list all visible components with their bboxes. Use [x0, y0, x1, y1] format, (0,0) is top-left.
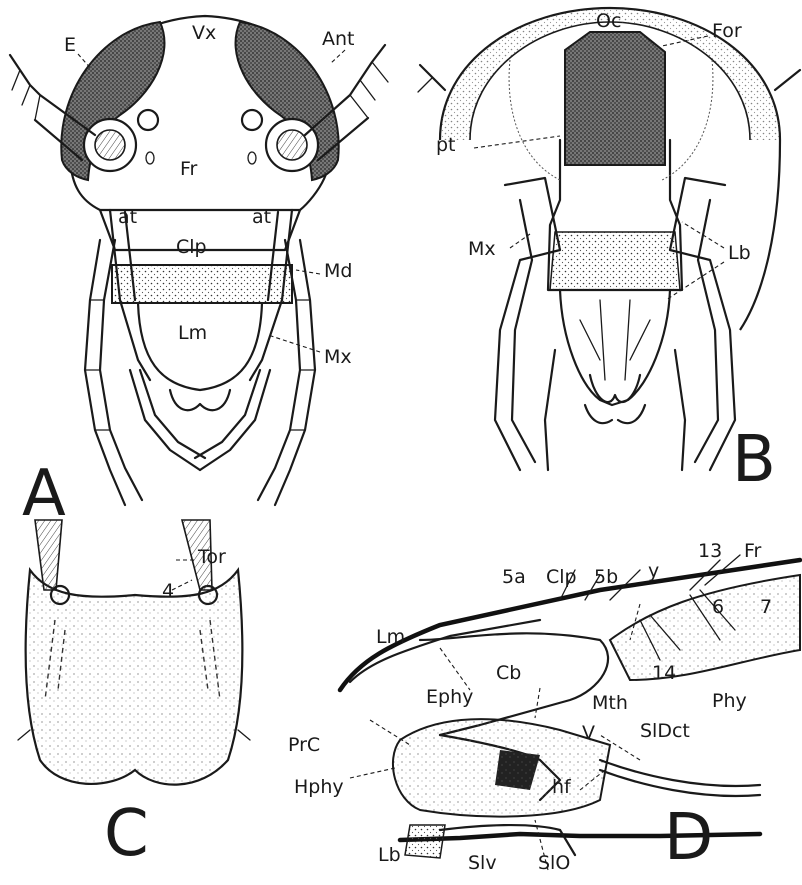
label-d-6: 6: [712, 598, 724, 617]
label-d-clp: Clp: [546, 568, 577, 587]
label-d-cb: Cb: [496, 664, 521, 683]
label-a-fr: Fr: [180, 160, 197, 179]
label-d-lm: Lm: [376, 628, 405, 647]
label-b-mx: Mx: [468, 240, 496, 259]
label-d-slv: Slv: [468, 854, 497, 873]
label-b-pt: pt: [436, 136, 456, 155]
label-d-hphy: Hphy: [294, 778, 344, 797]
label-d-sldct: SlDct: [640, 722, 690, 741]
label-b-lb: Lb: [728, 244, 751, 263]
label-d-fr: Fr: [744, 542, 761, 561]
label-d-y: y: [648, 562, 659, 581]
label-d-5b: 5b: [594, 568, 618, 587]
label-a-vx: Vx: [192, 24, 216, 43]
label-d-mth: Mth: [592, 694, 628, 713]
label-d-hf: hf: [552, 778, 571, 797]
label-d-ephy: Ephy: [426, 688, 473, 707]
panel-letter-b: B: [732, 428, 776, 492]
label-d-v: V: [582, 724, 595, 743]
label-a-e: E: [64, 36, 76, 55]
label-d-14: 14: [652, 664, 676, 683]
label-c-4: 4: [162, 582, 174, 601]
label-b-oc: Oc: [596, 12, 621, 31]
label-d-lb: Lb: [378, 846, 401, 865]
label-b-for: For: [712, 22, 742, 41]
label-a-mx: Mx: [324, 348, 352, 367]
label-a-at-right: at: [252, 208, 271, 227]
label-c-tor: Tor: [198, 548, 226, 567]
panel-letter-a: A: [22, 462, 66, 526]
label-d-phy: Phy: [712, 692, 747, 711]
label-d-7: 7: [760, 598, 772, 617]
label-a-ant: Ant: [322, 30, 355, 49]
label-a-lm: Lm: [178, 324, 207, 343]
panel-letter-d: D: [664, 806, 713, 870]
label-d-5a: 5a: [502, 568, 526, 587]
label-d-13: 13: [698, 542, 722, 561]
panel-d-drawing: [340, 555, 800, 870]
label-a-at-left: at: [118, 208, 137, 227]
label-d-slo: SlO: [538, 854, 570, 873]
label-d-prc: PrC: [288, 736, 320, 755]
label-a-md: Md: [324, 262, 352, 281]
panel-letter-c: C: [104, 802, 149, 866]
label-a-clp: Clp: [176, 238, 207, 257]
